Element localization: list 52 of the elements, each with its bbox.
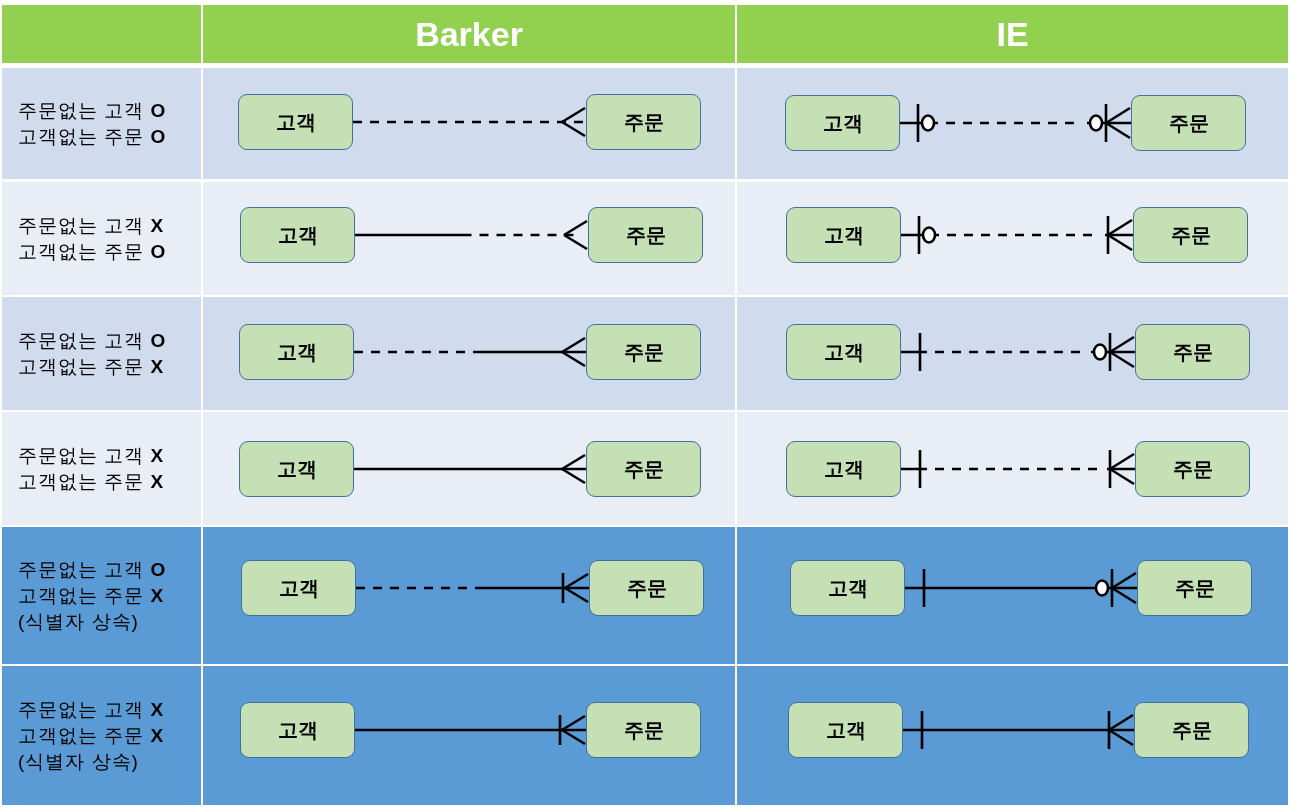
relationship-line [903, 709, 1135, 751]
entity-box: 고객 [239, 324, 354, 380]
relationship-line [354, 453, 587, 485]
row-label: (식별자 상속) [18, 749, 140, 774]
entity-box: 고객 [785, 95, 900, 151]
entity-box: 주문 [589, 560, 704, 616]
entity-box: 고객 [786, 207, 901, 263]
row-label: 고객없는 주문 X [18, 354, 166, 379]
row-label: 주문없는 고객 O [18, 328, 168, 353]
column-header: IE [996, 17, 1029, 51]
entity-box: 고객 [788, 702, 903, 758]
row-label: 고객없는 주문 O [18, 239, 168, 264]
entity-box: 고객 [786, 324, 901, 380]
relationship-line [353, 106, 587, 138]
entity-box: 고객 [239, 441, 354, 497]
entity-box: 주문 [1135, 324, 1250, 380]
entity-box: 고객 [241, 560, 356, 616]
entity-box: 고객 [790, 560, 905, 616]
relationship-line [901, 214, 1134, 256]
row-label: 주문없는 고객 O [18, 557, 168, 582]
column-header: Barker [415, 17, 523, 51]
entity-box: 주문 [1131, 95, 1246, 151]
entity-box: 주문 [586, 441, 701, 497]
relationship-line [901, 331, 1136, 373]
row-label: 고객없는 주문 X [18, 583, 166, 608]
relationship-line [356, 571, 590, 605]
entity-box: 고객 [240, 207, 355, 263]
relationship-line [355, 713, 587, 747]
row-label: 주문없는 고객 X [18, 213, 166, 238]
relationship-line [354, 336, 587, 368]
row-label: 주문없는 고객 O [18, 98, 168, 123]
entity-box: 고객 [240, 702, 355, 758]
relationship-line [355, 219, 589, 251]
entity-box: 주문 [1135, 441, 1250, 497]
entity-box: 주문 [586, 702, 701, 758]
row-label: 고객없는 주문 O [18, 124, 168, 149]
entity-box: 주문 [586, 324, 701, 380]
entity-box: 고객 [238, 94, 353, 150]
relationship-line [901, 448, 1136, 490]
relationship-line [905, 567, 1138, 609]
entity-box: 고객 [786, 441, 901, 497]
row-label: 주문없는 고객 X [18, 697, 166, 722]
row-label: 주문없는 고객 X [18, 443, 166, 468]
row-label: 고객없는 주문 X [18, 469, 166, 494]
entity-box: 주문 [586, 94, 701, 150]
row-label: (식별자 상속) [18, 609, 140, 634]
entity-box: 주문 [588, 207, 703, 263]
entity-box: 주문 [1133, 207, 1248, 263]
relationship-line [900, 102, 1132, 144]
entity-box: 주문 [1134, 702, 1249, 758]
row-label: 고객없는 주문 X [18, 723, 166, 748]
entity-box: 주문 [1137, 560, 1252, 616]
